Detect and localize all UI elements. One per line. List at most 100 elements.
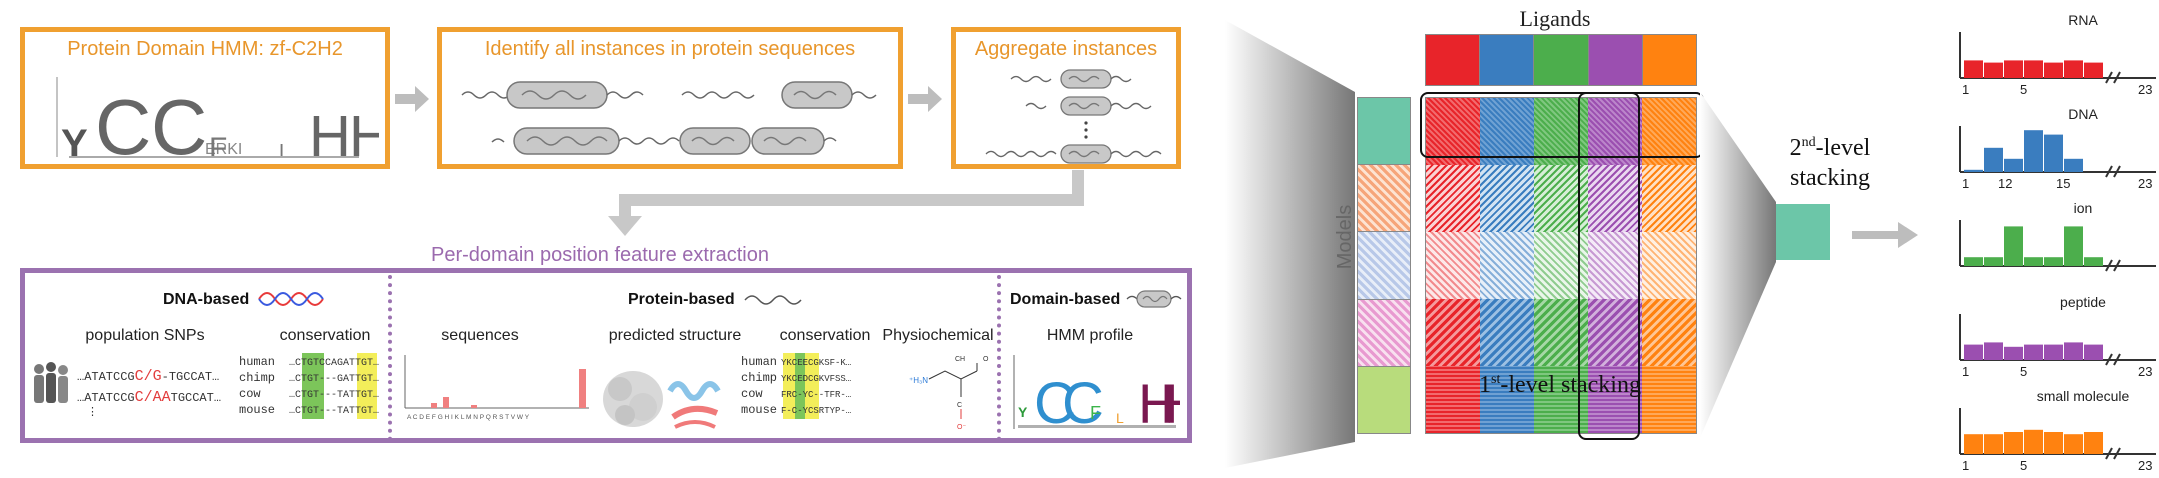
panel-tick-label: 1 — [1962, 458, 1970, 473]
domain-icon — [1126, 290, 1182, 308]
panel-bar — [2084, 344, 2103, 360]
panel-bar — [2084, 62, 2103, 78]
arrow-right-icon — [908, 86, 942, 112]
axis-break-mark — [2105, 447, 2113, 460]
connector-arrow — [608, 170, 1084, 236]
dna-align-highlight-green — [302, 353, 324, 419]
panel-bar — [2064, 158, 2083, 172]
ligand-swatch-dna — [1480, 35, 1535, 85]
panel-tick-label: 23 — [2138, 364, 2153, 379]
grid-cell — [1588, 299, 1642, 366]
svg-text:H: H — [309, 104, 351, 162]
snp-line-2-prefix: …ATATCCG — [77, 391, 135, 405]
svg-text:Y: Y — [61, 122, 88, 162]
protein-align-highlight-yellow — [805, 353, 819, 419]
panel-bar — [2024, 429, 2043, 454]
panel-tick-label: 23 — [2138, 458, 2153, 473]
predicted-structure-label: predicted structure — [608, 327, 742, 344]
ligand-swatch-ion — [1534, 35, 1589, 85]
first-level-number: 1 — [1479, 372, 1492, 398]
species-label: human — [239, 355, 276, 369]
axis-break-mark — [2113, 165, 2121, 178]
panel-chart — [1959, 32, 2156, 84]
model-swatch-2 — [1358, 165, 1410, 233]
second-level-line1: 2nd-level — [1760, 128, 1900, 163]
svg-text:Y: Y — [1018, 404, 1028, 420]
panel-bar — [2044, 134, 2063, 172]
snp-line-1-prefix: …ATATCCG — [77, 370, 135, 384]
domain-based-label: Domain-based — [1010, 291, 1121, 308]
panel-bar — [2064, 60, 2083, 78]
axis-break-mark — [2105, 259, 2113, 272]
svg-text:C: C — [1034, 371, 1076, 435]
panel-bar — [1964, 344, 1983, 360]
ligand-swatch-rna — [1426, 35, 1481, 85]
axis-break-mark — [2105, 71, 2113, 84]
grid-cell — [1426, 299, 1480, 366]
panel-label: peptide — [2060, 294, 2106, 310]
dna-conservation-label: conservation — [279, 327, 371, 344]
svg-text:ERKI: ERKI — [205, 141, 242, 158]
panel-bar — [2004, 346, 2023, 360]
protein-sequence: F-C-YCSRTYP-… — [781, 406, 852, 416]
panel-label: DNA — [2068, 106, 2098, 122]
svg-text:L: L — [279, 141, 290, 162]
panel-bar — [1964, 60, 1983, 78]
grid-cell — [1588, 366, 1642, 433]
panel-ion: ion — [1958, 196, 2158, 290]
aggregate-box: Aggregate instances — [951, 27, 1181, 169]
dna-helix-icon — [258, 292, 324, 306]
panel-bar — [2004, 432, 2023, 454]
panel-tick-label: 1 — [1962, 82, 1970, 97]
grid-cell — [1642, 299, 1696, 366]
grid-cell — [1480, 232, 1534, 299]
svg-text:CH: CH — [955, 356, 965, 363]
panel-chart — [1959, 314, 2156, 366]
amino-acid-structure-image: CH O ⁺H₃N C O⁻ — [909, 356, 989, 431]
second-level-line2: stacking — [1790, 165, 1870, 191]
panel-bar — [1984, 257, 2003, 266]
panel-bar — [2024, 257, 2043, 266]
panel-tick-label: 5 — [2020, 458, 2028, 473]
people-icon — [34, 362, 68, 403]
protein-chain-icon — [744, 295, 802, 305]
grid-cell — [1642, 366, 1696, 433]
axis-break-mark — [2105, 353, 2113, 366]
model-swatch-5 — [1358, 366, 1410, 434]
column-highlight — [1578, 92, 1640, 440]
hmm-logo: Y C C ERKI F L H H — [56, 77, 379, 162]
snp-line-1-suffix: -TGCCAT… — [161, 370, 220, 384]
snp-line-2-suffix: TGCCAT… — [170, 391, 222, 405]
dna-sequence: …CTGT---GATTGT… — [289, 374, 380, 385]
models-column — [1357, 97, 1411, 434]
models-label-text: Models — [1334, 204, 1356, 270]
second-funnel-shadow — [1700, 92, 1776, 438]
second-level-stacking-label: 2nd-level stacking — [1760, 128, 1900, 193]
arrow-right-icon — [1852, 222, 1918, 248]
snp-line-2-variant: C/AA — [134, 389, 171, 406]
protein-sequence: YKCEDCGKVFSS… — [781, 374, 852, 384]
grid-cell — [1426, 98, 1480, 165]
species-label: cow — [239, 387, 261, 401]
panel-chart — [1959, 126, 2156, 178]
sequence-composition-chart: A C D E F G H I K L M N P Q R S T V W Y — [404, 355, 589, 421]
species-label: mouse — [741, 403, 778, 417]
svg-text:L: L — [1116, 410, 1124, 426]
aggregated-domains-illustration — [985, 69, 1162, 164]
protein-conservation-label: conservation — [779, 327, 871, 344]
panel-bar — [1984, 342, 2003, 360]
species-label: mouse — [239, 403, 276, 417]
dna-align-highlight-yellow — [357, 353, 377, 419]
model-swatch-4 — [1358, 299, 1410, 367]
second-level-sup: nd — [1801, 135, 1816, 150]
hmm-profile-logo: Y C C F L H H — [1013, 355, 1180, 435]
feature-extraction-title: Per-domain position feature extraction — [431, 244, 769, 266]
svg-text:C: C — [1062, 371, 1104, 435]
protein-align-highlight-yellow — [783, 353, 795, 419]
model-swatch-1 — [1358, 98, 1410, 166]
panel-tick-label: 1 — [1962, 364, 1970, 379]
